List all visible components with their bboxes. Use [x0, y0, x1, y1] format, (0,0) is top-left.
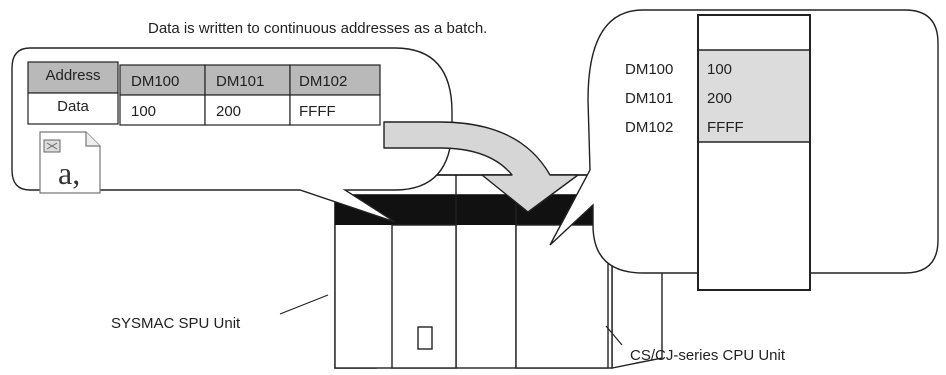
memory-value: FFFF: [707, 119, 744, 136]
memory-address-label: DM100: [625, 61, 674, 78]
memory-value: 200: [707, 90, 733, 107]
memory-value: 100: [707, 61, 733, 78]
memory-address-label: DM101: [625, 90, 674, 107]
svg-text:a,: a,: [58, 155, 80, 191]
table-row-header-address: Address: [45, 67, 101, 84]
table-address-cell: DM101: [216, 73, 265, 90]
source-table: [27, 61, 381, 126]
table-data-cell: 200: [216, 103, 242, 120]
table-row-header-data: Data: [57, 98, 89, 115]
diagram-caption: Data is written to continuous addresses …: [148, 20, 488, 37]
spu-indicator: [417, 326, 433, 350]
memory-view: [697, 14, 811, 291]
cpu-unit-module: [515, 224, 609, 369]
transfer-arrow: [383, 121, 579, 213]
table-data-cell: 100: [131, 103, 157, 120]
cpu-unit-label: CS/CJ-series CPU Unit: [630, 347, 786, 364]
spu-unit-label: SYSMAC SPU Unit: [111, 315, 241, 332]
spu-leader-line: [279, 294, 329, 315]
memory-address-label: DM102: [625, 119, 674, 136]
table-address-cell: DM100: [131, 73, 180, 90]
table-data-cell: FFFF: [299, 103, 336, 120]
table-address-cell: DM102: [299, 73, 348, 90]
cpu-leader-line: [605, 325, 623, 346]
spreadsheet-file-icon: a,: [39, 131, 101, 194]
